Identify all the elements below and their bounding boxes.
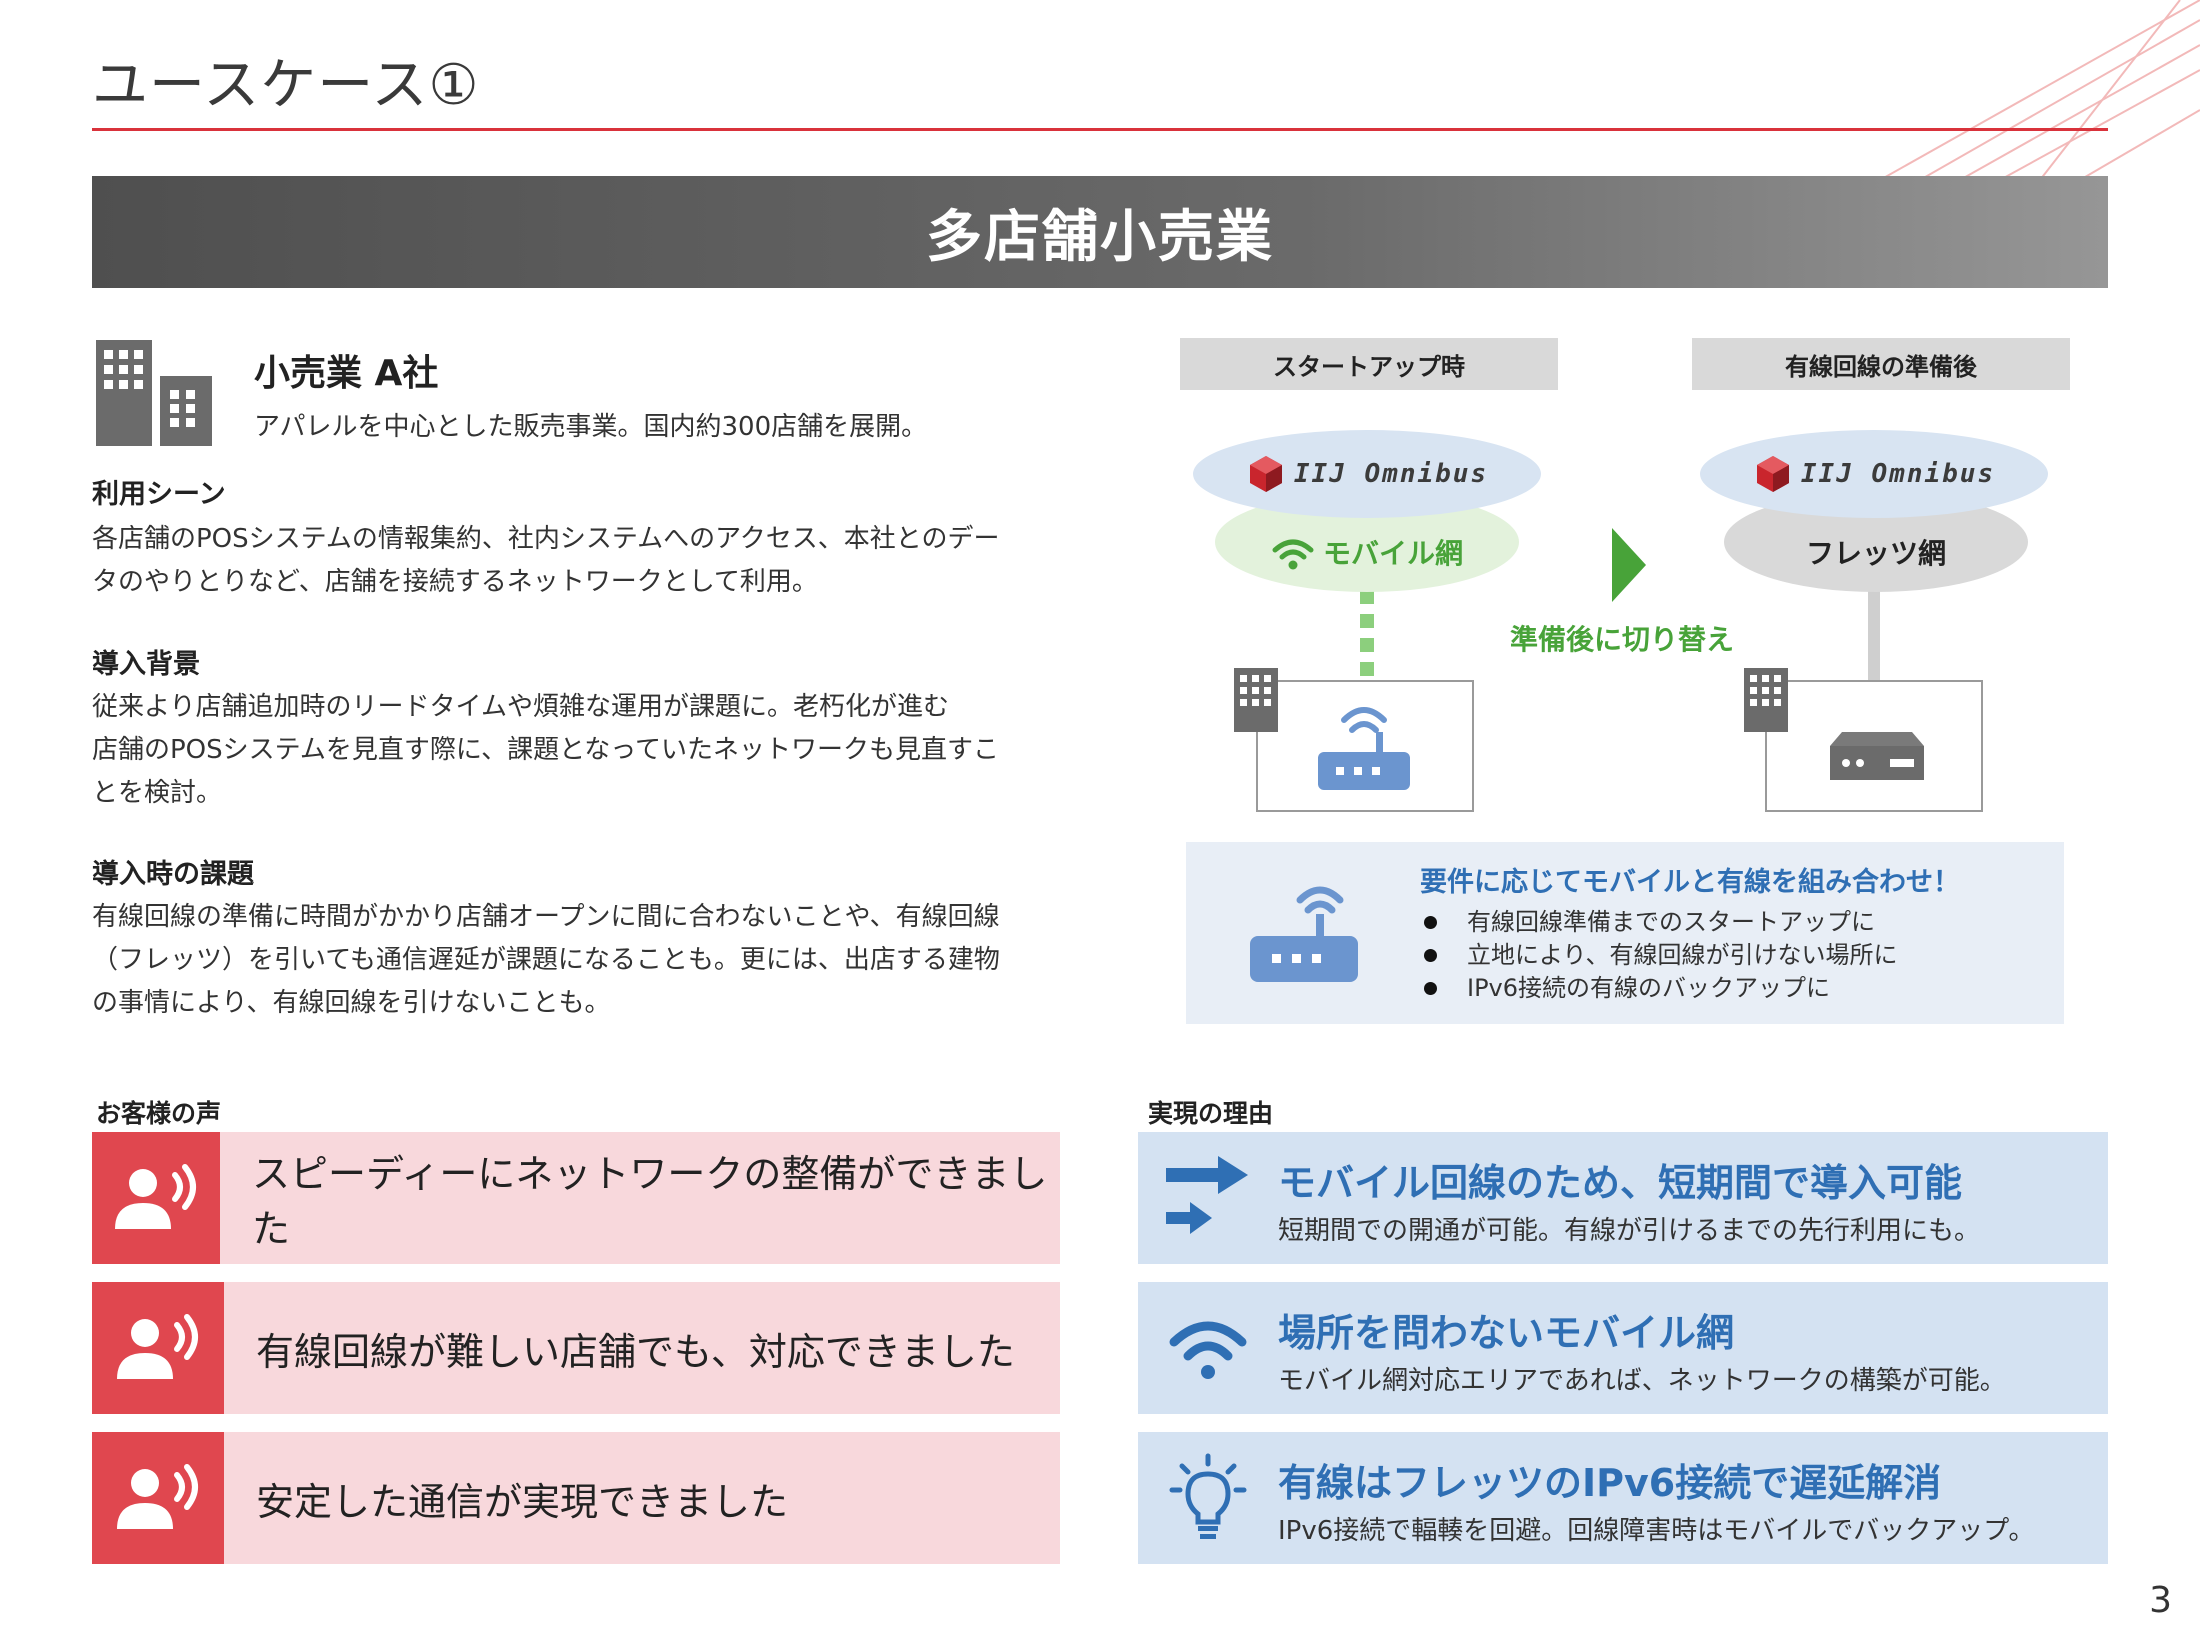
issues-line: （フレッツ）を引いても通信遅延が課題になることも。更には、出店する建物 <box>92 945 1000 975</box>
building-icon <box>96 340 212 446</box>
wifi-icon <box>1272 539 1314 570</box>
decorative-lines <box>1880 0 2200 180</box>
voices-title: お客様の声 <box>96 1099 222 1128</box>
issues-line: の事情により、有線回線を引けないことも。 <box>92 988 611 1018</box>
speaker-icon <box>92 1432 224 1564</box>
requirements-box <box>1186 842 2064 1024</box>
switch-arrow-icon <box>1612 528 1646 602</box>
lightbulb-icon <box>1169 1453 1247 1539</box>
company-name: 小売業 A社 <box>254 353 439 394</box>
bullet-icon <box>1424 982 1437 995</box>
speaker-icon <box>92 1132 220 1264</box>
person-voice-icon <box>114 1164 196 1229</box>
page-title: ユースケース① <box>92 53 480 118</box>
issues-body: 有線回線の準備に時間がかかり店舗オープンに間に合わないことや、有線回線 （フレッ… <box>92 896 1072 1025</box>
person-voice-icon <box>117 1314 198 1379</box>
background-title: 導入背景 <box>92 649 200 680</box>
requirement-text: 立地により、有線回線が引けない場所に <box>1467 941 1898 969</box>
person-voice-icon <box>117 1464 198 1529</box>
phase-after-header: 有線回線の準備後 <box>1692 338 2070 390</box>
bullet-icon <box>1424 949 1437 962</box>
reason-card: モバイル回線のため、短期間で導入可能 短期間での開通が可能。有線が引けるまでの先… <box>1138 1132 2108 1264</box>
banner-text: 多店舗小売業 <box>926 204 1274 270</box>
scene-line: タのやりとりなど、店舗を接続するネットワークとして利用。 <box>92 567 818 597</box>
company-description: アパレルを中心とした販売事業。国内約300店舗を展開。 <box>254 412 928 442</box>
scene-title: 利用シーン <box>92 479 226 510</box>
reason-head: 有線はフレッツのIPv6接続で遅延解消 <box>1278 1461 1942 1505</box>
background-line: 従来より店舗追加時のリードタイムや煩雑な運用が課題に。老朽化が進む <box>92 692 949 722</box>
background-body: 従来より店舗追加時のリードタイムや煩雑な運用が課題に。老朽化が進む 店舗のPOS… <box>92 686 1072 815</box>
title-divider <box>92 128 2108 131</box>
omnibus-logo-icon <box>1756 456 1789 492</box>
issues-title: 導入時の課題 <box>92 859 254 890</box>
reason-sub: 短期間での開通が可能。有線が引けるまでの先行利用にも。 <box>1278 1216 1981 1246</box>
list-item: 立地により、有線回線が引けない場所に <box>1424 939 1898 972</box>
switch-label: 準備後に切り替え <box>1510 623 1735 656</box>
list-item: IPv6接続の有線のバックアップに <box>1424 972 1898 1005</box>
voice-text: 有線回線が難しい店舗でも、対応できました <box>256 1329 1015 1374</box>
requirement-text: 有線回線準備までのスタートアップに <box>1467 908 1875 936</box>
background-line: 店舗のPOSシステムを見直す際に、課題となっていたネットワークも見直すこ <box>92 735 1000 765</box>
wired-connection-line <box>1868 590 1880 684</box>
omnibus-label: IIJ Omnibus <box>1800 459 1996 489</box>
issues-line: 有線回線の準備に時間がかかり店舗オープンに間に合わないことや、有線回線 <box>92 902 1000 932</box>
voice-text: スピーディーにネットワークの整備ができました <box>251 1152 1048 1251</box>
reason-sub: モバイル網対応エリアであれば、ネットワークの構築が可能。 <box>1278 1366 2006 1396</box>
list-item: 有線回線準備までのスタートアップに <box>1424 906 1898 939</box>
voice-card: スピーディーにネットワークの整備ができました <box>92 1132 1060 1264</box>
mobile-connection-line <box>1360 590 1374 684</box>
requirements-list: 有線回線準備までのスタートアップに 立地により、有線回線が引けない場所に IPv… <box>1424 906 1898 1005</box>
omnibus-cloud-after: IIJ Omnibus <box>1700 430 2048 518</box>
omnibus-cloud-startup: IIJ Omnibus <box>1193 430 1541 518</box>
voice-text: 安定した通信が実現できました <box>256 1479 789 1524</box>
reasons-title: 実現の理由 <box>1148 1099 1274 1128</box>
voice-card: 安定した通信が実現できました <box>92 1432 1060 1564</box>
omnibus-logo-icon <box>1249 456 1282 492</box>
voice-card: 有線回線が難しい店舗でも、対応できました <box>92 1282 1060 1414</box>
scene-body: 各店舗のPOSシステムの情報集約、社内システムへのアクセス、本社とのデー タのや… <box>92 518 1072 604</box>
double-arrow-icon <box>1166 1156 1248 1234</box>
mobile-network-label: モバイル網 <box>1322 537 1463 570</box>
bullet-icon <box>1424 916 1437 929</box>
wired-onu-icon <box>1830 732 1924 780</box>
reason-card: 有線はフレッツのIPv6接続で遅延解消 IPv6接続で輻輳を回避。回線障害時はモ… <box>1138 1432 2108 1564</box>
reason-sub: IPv6接続で輻輳を回避。回線障害時はモバイルでバックアップ。 <box>1278 1516 2035 1546</box>
reason-head: モバイル回線のため、短期間で導入可能 <box>1278 1161 1963 1205</box>
store-building-icon <box>1234 668 1278 732</box>
requirement-text: IPv6接続の有線のバックアップに <box>1467 974 1831 1002</box>
reason-card: 場所を問わないモバイル網 モバイル網対応エリアであれば、ネットワークの構築が可能… <box>1138 1282 2108 1414</box>
page-number: 3 <box>2149 1580 2172 1621</box>
wifi-icon <box>1169 1321 1247 1379</box>
omnibus-label: IIJ Omnibus <box>1293 459 1489 489</box>
router-icon <box>1250 886 1358 982</box>
requirements-title: 要件に応じてモバイルと有線を組み合わせ！ <box>1420 867 1960 898</box>
flets-network-label: フレッツ網 <box>1805 537 1946 570</box>
speaker-icon <box>92 1282 224 1414</box>
scene-line: 各店舗のPOSシステムの情報集約、社内システムへのアクセス、本社とのデー <box>92 524 1000 554</box>
store-building-icon <box>1744 668 1788 732</box>
industry-banner: 多店舗小売業 <box>92 176 2108 288</box>
reason-head: 場所を問わないモバイル網 <box>1278 1311 1735 1355</box>
phase-startup-header: スタートアップ時 <box>1180 338 1558 390</box>
mobile-router-icon <box>1318 707 1410 790</box>
background-line: とを検討。 <box>92 778 223 808</box>
